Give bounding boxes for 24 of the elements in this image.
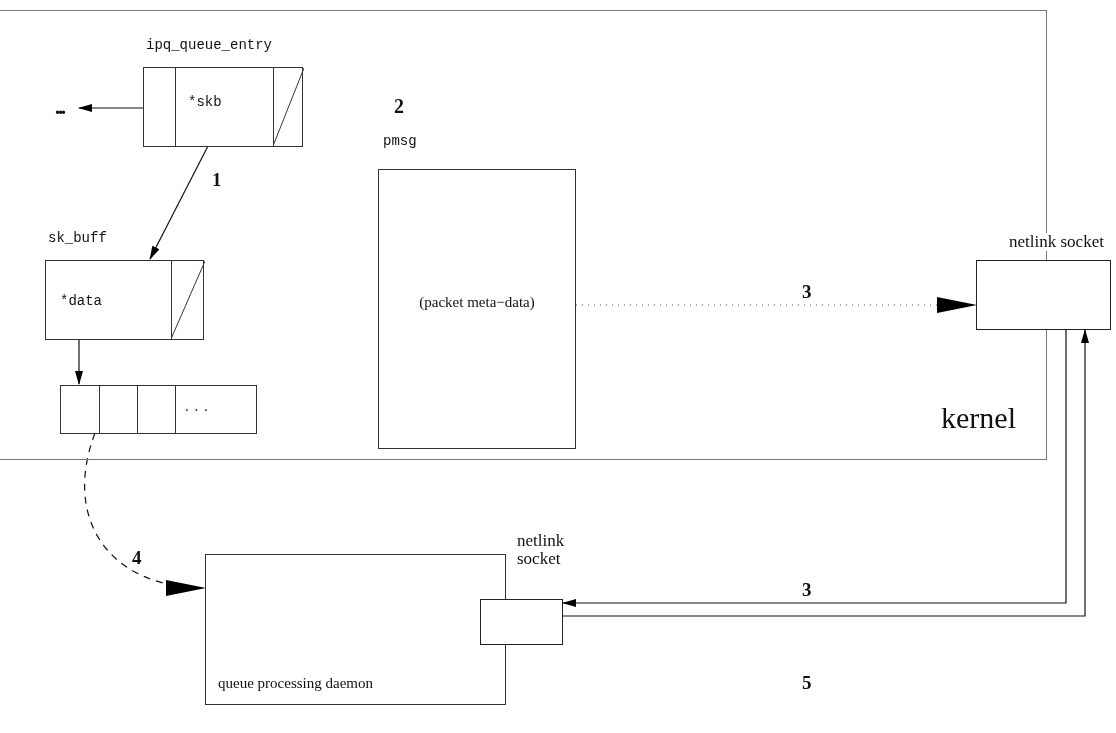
daemon-box	[205, 554, 506, 705]
arrow	[84, 432, 206, 594]
arrow	[75, 338, 83, 385]
edge-label: 5	[800, 673, 814, 692]
struct-name: sk_buff	[47, 231, 108, 246]
arrow	[575, 297, 977, 313]
arrow	[78, 104, 144, 112]
edge-label: 3	[800, 282, 814, 301]
field-label: *skb	[188, 94, 222, 110]
data-array-box	[60, 385, 257, 434]
field-label: *data	[60, 293, 102, 309]
edge-label: 3	[800, 580, 814, 599]
edge-label: 1	[210, 170, 224, 189]
box-label: (packet meta−data)	[418, 294, 536, 311]
struct-name: ipq_queue_entry	[145, 38, 274, 53]
box-label: queue processing daemon	[218, 675, 373, 692]
struct-name: pmsg	[382, 134, 418, 149]
edge-label: 4	[130, 548, 144, 567]
region-label: kernel	[941, 401, 1016, 435]
ellipsis-label: . . .	[185, 398, 209, 415]
socket-label: netlink socket	[516, 532, 566, 568]
arrow	[149, 145, 209, 260]
ellipsis-label: ...	[55, 97, 64, 117]
step-number: 2	[394, 95, 404, 118]
